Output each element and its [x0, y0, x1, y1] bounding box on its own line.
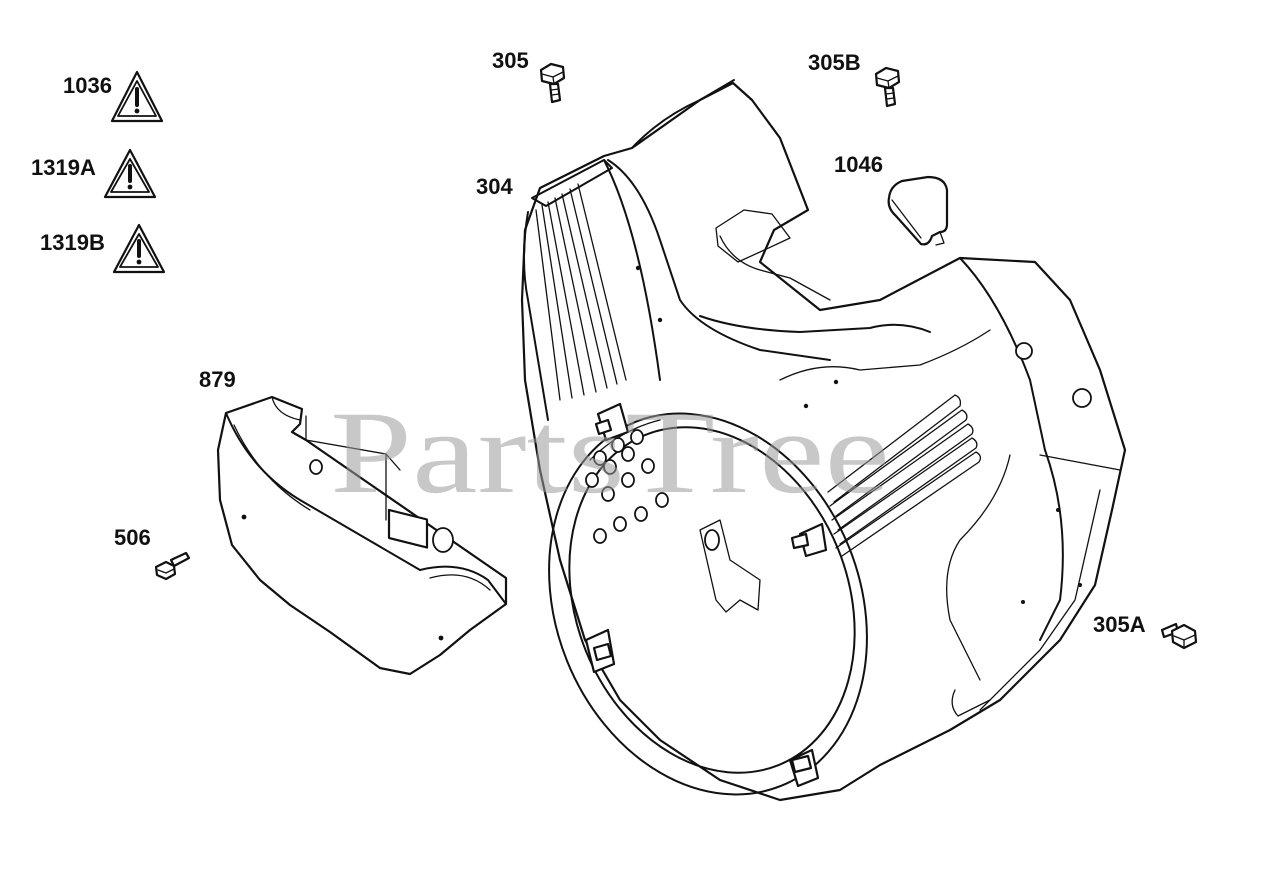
warning-label-1319a[interactable]: 1319A: [31, 148, 157, 199]
hex-bolt-icon: [539, 62, 566, 104]
cooling-fins-right: [827, 394, 982, 557]
watermark-text: PartsTree: [330, 387, 890, 518]
warning-label-1319b[interactable]: 1319B: [40, 223, 166, 274]
part-label-1046: 1046: [834, 152, 883, 177]
warning-triangle-icon: [103, 148, 157, 199]
part-label-1319a: 1319A: [31, 155, 96, 180]
part-1046-pad[interactable]: 1046: [834, 152, 949, 246]
part-label-1036: 1036: [63, 73, 112, 98]
part-879-cover-plate[interactable]: 879: [199, 367, 508, 676]
part-label-879: 879: [199, 367, 236, 392]
mounting-pins: [584, 402, 828, 788]
hex-bolt-icon: [874, 66, 901, 108]
hex-bolt-icon: [1160, 622, 1198, 650]
hex-screw-icon: [154, 551, 191, 581]
part-305-bolt[interactable]: 305: [492, 48, 566, 104]
warning-label-1036[interactable]: 1036: [63, 70, 164, 123]
part-label-506: 506: [114, 525, 151, 550]
part-label-305b: 305B: [808, 50, 861, 75]
part-506-screw[interactable]: 506: [114, 525, 191, 581]
part-305b-bolt[interactable]: 305B: [808, 50, 901, 108]
part-label-304: 304: [476, 174, 513, 199]
part-label-1319b: 1319B: [40, 230, 105, 255]
warning-triangle-icon: [110, 70, 164, 123]
part-label-305: 305: [492, 48, 529, 73]
cooling-fins-left: [523, 159, 661, 421]
warning-triangle-icon: [112, 223, 166, 274]
vent-holes: [585, 429, 669, 544]
part-label-305a: 305A: [1093, 612, 1146, 637]
part-305a-bolt[interactable]: 305A: [1093, 612, 1198, 650]
part-304-blower-housing[interactable]: 304: [476, 79, 1127, 843]
